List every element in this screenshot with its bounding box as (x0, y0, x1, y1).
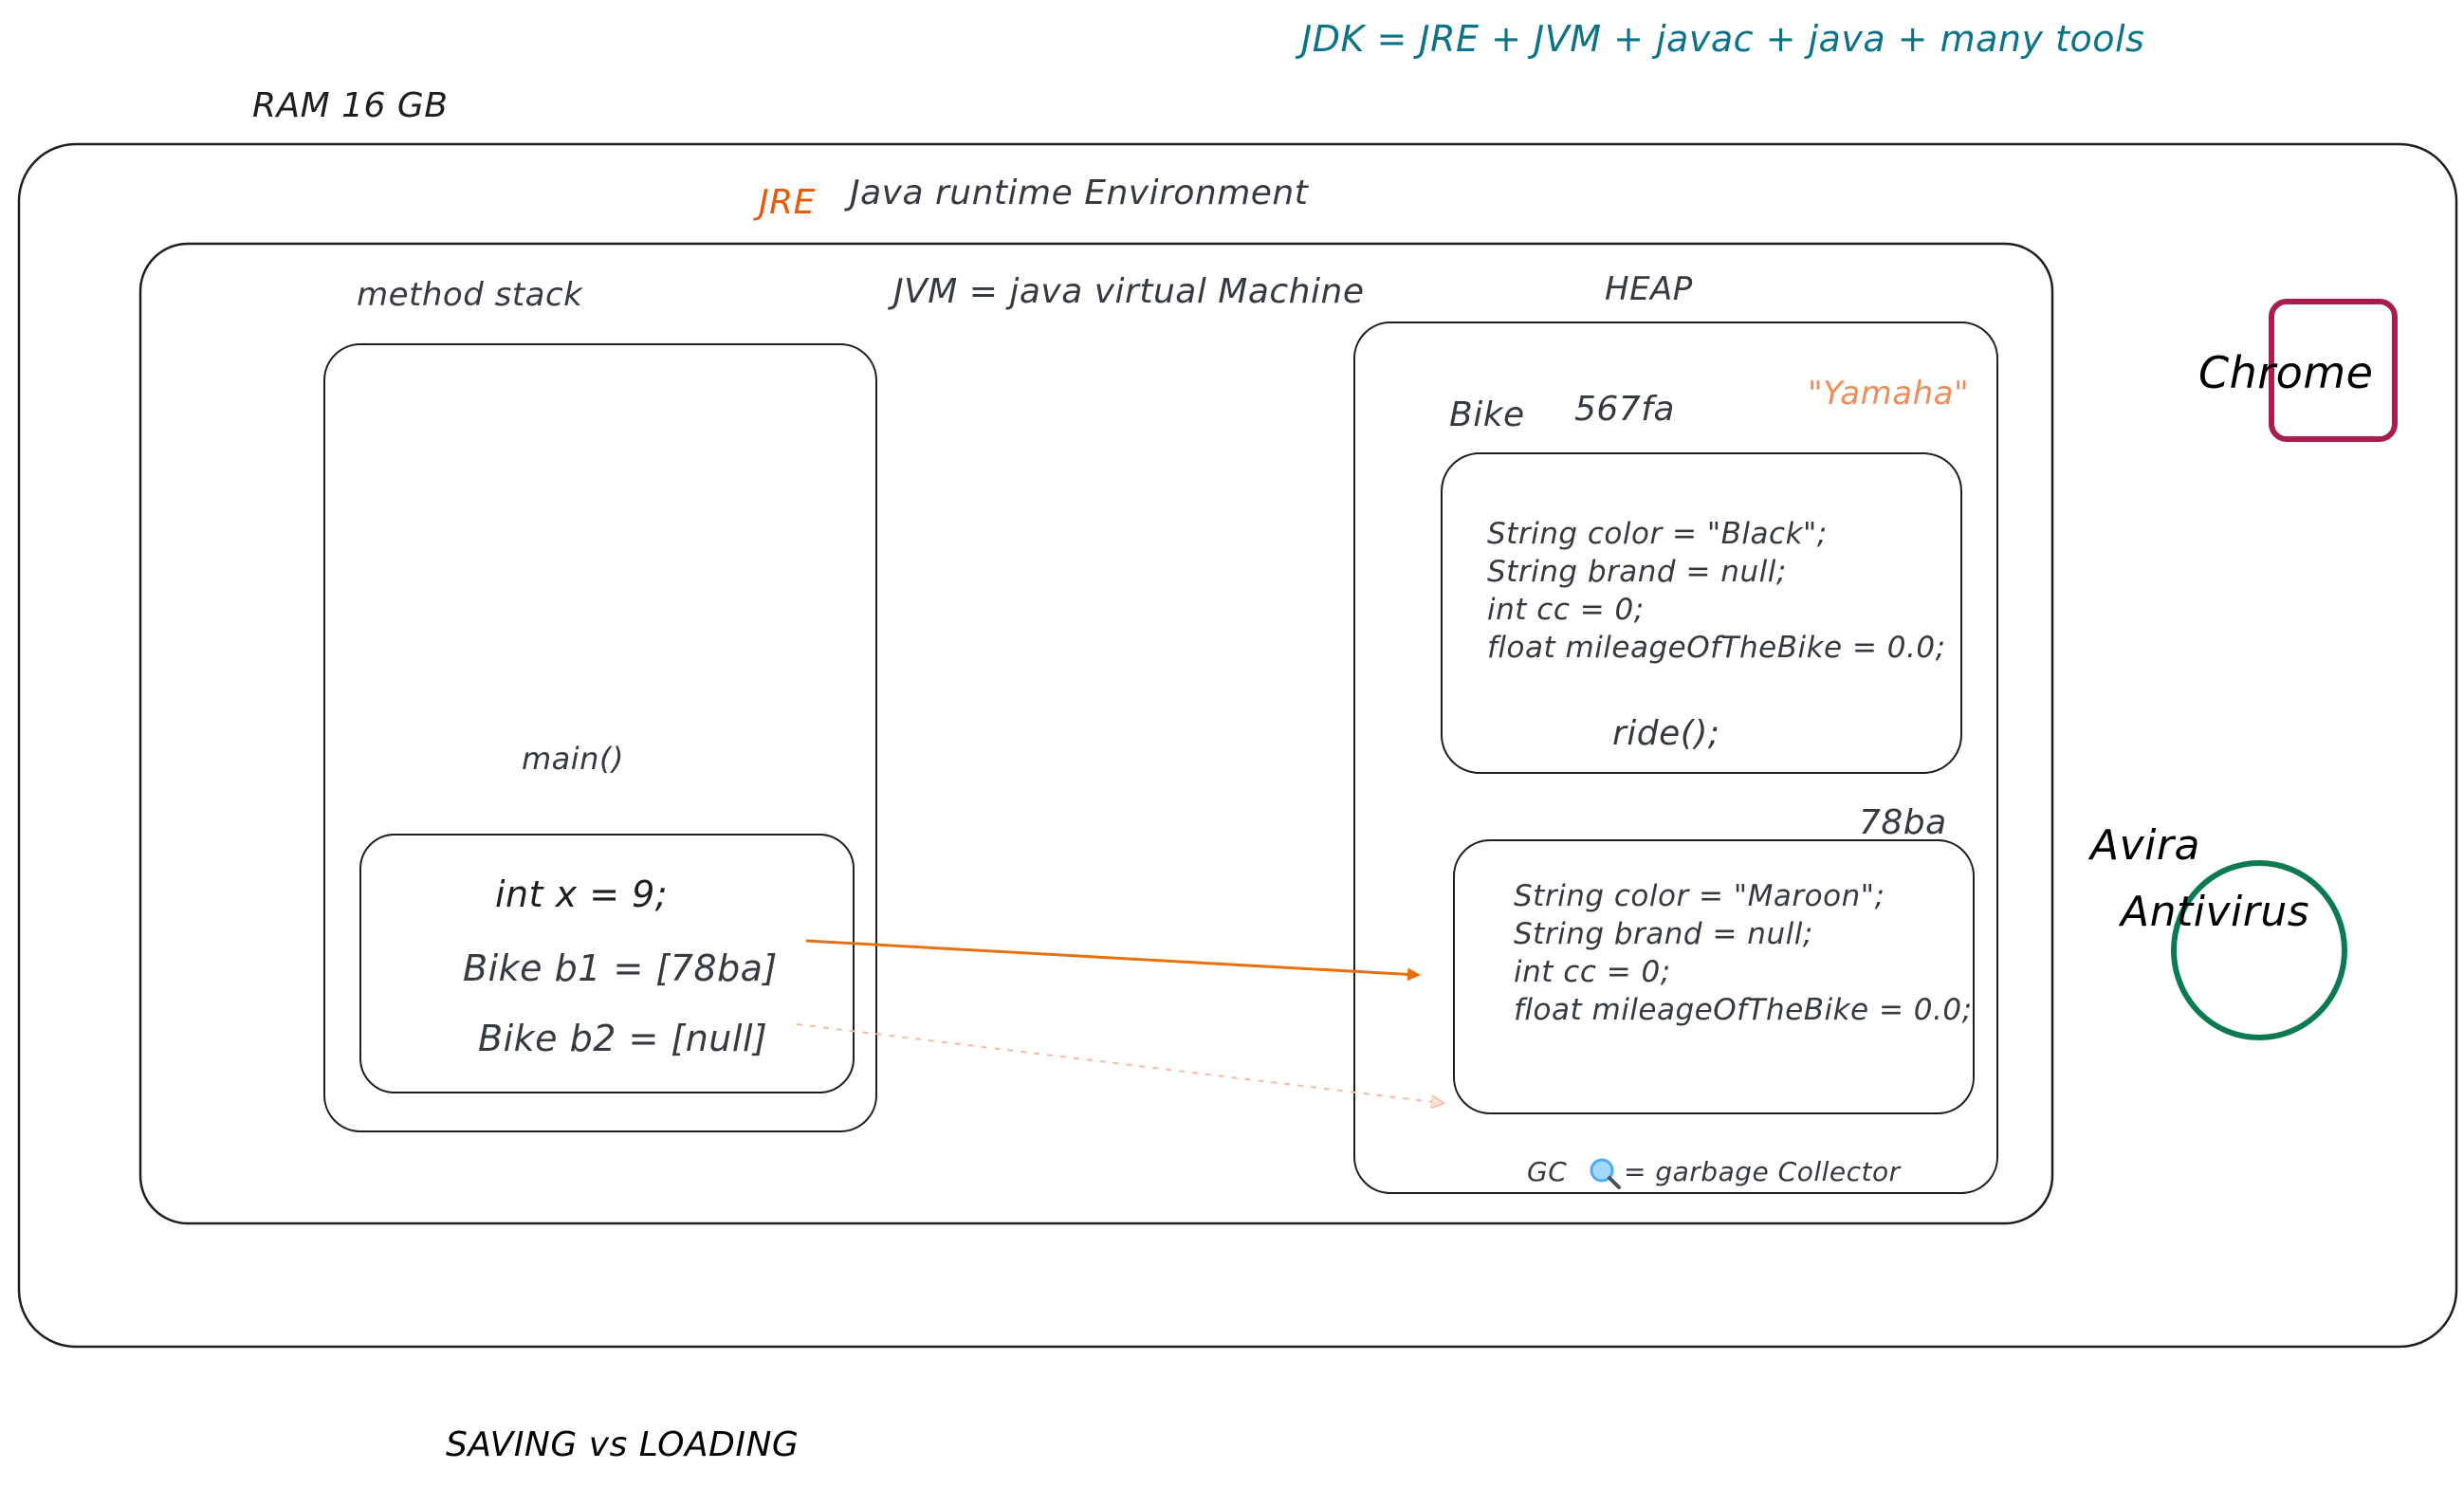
avira-antivirus-label: Antivirus (2121, 888, 2310, 936)
avira-label: Avira (2090, 821, 2200, 870)
heap-title: HEAP (1605, 270, 1693, 308)
main-frame-box (359, 834, 855, 1093)
jre-title: Java runtime Environment (850, 174, 1309, 212)
main-frame-label: main() (522, 741, 624, 777)
bike-78ba-field: int cc = 0; (1514, 955, 1671, 989)
bike-567fa-box (1441, 452, 1962, 774)
stack-line-x: int x = 9; (495, 873, 669, 915)
heap-box (1353, 321, 1998, 1194)
bike-567fa-method: ride(); (1612, 714, 1720, 753)
yamaha-string: "Yamaha" (1808, 375, 1970, 413)
bike-78ba-field: String color = "Maroon"; (1514, 879, 1885, 913)
chrome-box (2269, 299, 2398, 442)
avira-circle (2171, 860, 2347, 1040)
method-stack-title: method stack (357, 276, 583, 314)
saving-vs-loading-caption: SAVING vs LOADING (446, 1425, 800, 1464)
ram-box (17, 142, 2458, 1349)
b1-reference-arrow (805, 939, 1421, 982)
stack-line-b2: Bike b2 = [null] (478, 1018, 768, 1059)
b2-null-arrow (796, 1023, 1442, 1103)
bike-567fa-field: int cc = 0; (1487, 593, 1645, 627)
bike-class-label: Bike (1449, 395, 1525, 434)
bike-567fa-field: float mileageOfTheBike = 0.0; (1487, 631, 1946, 665)
jvm-box (138, 242, 2054, 1225)
bike-567fa-address: 567fa (1574, 390, 1675, 429)
gc-text: = garbage Collector (1624, 1156, 1901, 1187)
gc-label: GC (1527, 1156, 1568, 1187)
bike-78ba-box (1453, 839, 1975, 1114)
ram-label: RAM 16 GB (252, 86, 449, 125)
bike-78ba-address: 78ba (1859, 803, 1947, 842)
jdk-formula: JDK = JRE + JVM + javac + java + many to… (1301, 18, 2145, 60)
stack-line-b1: Bike b1 = [78ba] (463, 947, 778, 989)
jre-tag: JRE (759, 183, 816, 222)
bike-567fa-field: String brand = null; (1487, 555, 1787, 589)
bike-78ba-field: String brand = null; (1514, 917, 1813, 951)
magnifier-icon (1590, 1158, 1621, 1189)
bike-567fa-field: String color = "Black"; (1487, 517, 1828, 551)
jvm-title: JVM = java virtual Machine (893, 272, 1365, 311)
chrome-label: Chrome (2198, 347, 2374, 398)
method-stack-box (323, 343, 877, 1132)
bike-78ba-field: float mileageOfTheBike = 0.0; (1514, 993, 1973, 1027)
